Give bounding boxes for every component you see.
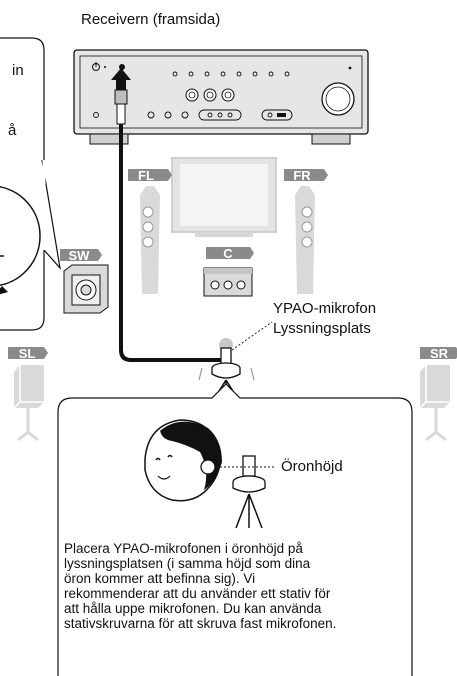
left-bubble-text-2: å: [8, 122, 17, 139]
tv-icon: [171, 157, 277, 237]
speaker-fl: [128, 169, 172, 294]
instruction-text: Placera YPAO-mikrofonen i öronhöjd på ly…: [64, 541, 337, 631]
speaker-sr: [419, 347, 457, 442]
mic-plug: [111, 68, 131, 125]
receiver-caption: Receivern (framsida): [81, 11, 221, 28]
left-bubble-text: in: [12, 62, 24, 79]
receiver: [73, 49, 369, 145]
speaker-c: [203, 247, 254, 297]
mic-label: YPAO-mikrofon: [273, 300, 377, 317]
left-callout-bubble: [0, 37, 61, 331]
ear-height-label: Öronhöjd: [281, 458, 343, 475]
instruction-callout: [57, 383, 413, 676]
speaker-sl: [8, 347, 48, 442]
ear-microphone: [216, 455, 276, 529]
speaker-fr: [284, 169, 328, 294]
listening-position-label: Lyssningsplats: [273, 320, 371, 337]
speaker-sw: [60, 249, 109, 314]
mic-cable: [119, 124, 226, 362]
head-illustration: [144, 419, 222, 502]
